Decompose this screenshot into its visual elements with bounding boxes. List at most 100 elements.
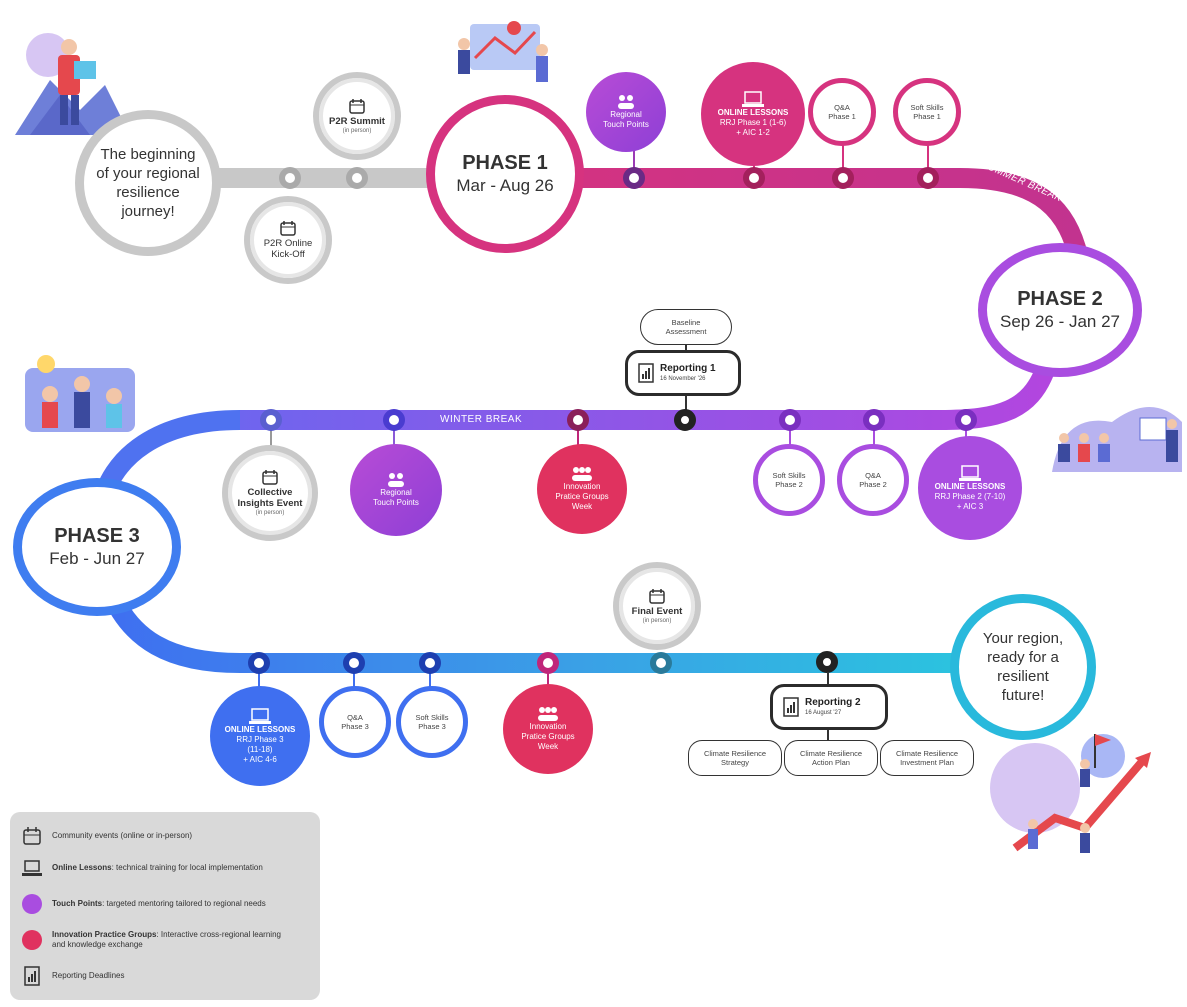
start-text-4: journey! xyxy=(121,203,175,220)
group-icon xyxy=(538,707,558,721)
p2r-summit-label: P2R Summit xyxy=(329,115,385,127)
calendar-icon xyxy=(23,827,41,845)
node-collective xyxy=(260,409,282,431)
qa-phase-2: Q&A Phase 2 xyxy=(837,444,909,516)
node-qa-2 xyxy=(863,409,885,431)
ipg-2-l3: Week xyxy=(537,742,559,751)
qa-3-l1: Q&A xyxy=(347,713,363,722)
node-qa-1 xyxy=(832,167,854,189)
calendar-icon xyxy=(349,98,365,114)
final-label: Final Event xyxy=(631,605,683,617)
node-final xyxy=(650,652,672,674)
out3-l2: Investment Plan xyxy=(900,758,954,767)
soft-skills-phase-3: Soft Skills Phase 3 xyxy=(396,686,468,758)
success-climb-illustration xyxy=(985,728,1155,858)
phase-1-circle: PHASE 1 Mar - Aug 26 xyxy=(426,95,584,253)
node-ipg-2 xyxy=(537,652,559,674)
stem xyxy=(873,420,875,450)
qa-1-l1: Q&A xyxy=(834,103,850,112)
node-lessons-1 xyxy=(743,167,765,189)
stem xyxy=(927,140,929,170)
ipg-2-l1: Innovation xyxy=(529,722,567,731)
soft-1-l1: Soft Skills xyxy=(910,103,944,112)
p2r-summit-sub: (in person) xyxy=(342,127,372,134)
lessons-3-l1: ONLINE LESSONS xyxy=(224,725,296,734)
start-text-3: resilience xyxy=(116,184,180,201)
stem xyxy=(353,663,355,693)
legend-reporting: Reporting Deadlines xyxy=(52,971,125,980)
p2r-kickoff-label-2: Kick-Off xyxy=(271,249,305,260)
innovation-groups-week-2: Innovation Pratice Groups Week xyxy=(503,684,593,774)
soft-skills-phase-2: Soft Skills Phase 2 xyxy=(753,444,825,516)
stem xyxy=(842,140,844,170)
soft-3-l2: Phase 3 xyxy=(418,722,446,731)
legend-community: Community events (online or in-person) xyxy=(52,831,193,840)
laptop-icon xyxy=(22,860,42,876)
node-p2r-kickoff xyxy=(279,167,301,189)
lessons-3-l2: RRJ Phase 3 xyxy=(236,735,284,744)
node-reporting-2 xyxy=(816,651,838,673)
legend-lessons-bold: Online Lessons xyxy=(52,863,112,872)
online-lessons-phase-1: ONLINE LESSONS RRJ Phase 1 (1-6) + AIC 1… xyxy=(701,62,805,166)
laptop-icon xyxy=(959,465,981,481)
out3-l1: Climate Resilience xyxy=(895,749,959,758)
people-icon xyxy=(388,473,404,487)
legend-ipg-text: Innovation Practice Groups: Interactive … xyxy=(52,930,292,950)
legend: Community events (online or in-person) O… xyxy=(10,812,320,1000)
touch-points-icon xyxy=(22,894,42,914)
stem xyxy=(685,396,687,410)
stem xyxy=(965,420,967,450)
end-text-2: ready for a xyxy=(987,649,1059,666)
start-circle: The beginning of your regional resilienc… xyxy=(75,110,221,256)
reporting-1-date: 16 November '26 xyxy=(660,376,706,382)
collective-label-1: Collective xyxy=(247,487,293,498)
stem xyxy=(789,420,791,450)
qa-2-l2: Phase 2 xyxy=(859,480,887,489)
laptop-icon xyxy=(249,708,271,724)
node-soft-2 xyxy=(779,409,801,431)
lessons-2-l3: + AIC 3 xyxy=(956,502,984,511)
lessons-2-l1: ONLINE LESSONS xyxy=(934,482,1006,491)
touch-1-l2: Touch Points xyxy=(603,120,649,129)
reporting-2-date: 16 August '27 xyxy=(805,710,842,716)
node-qa-3 xyxy=(343,652,365,674)
calendar-icon xyxy=(280,221,296,236)
lessons-3-l3: (11-18) xyxy=(247,745,273,754)
soft-3-l1: Soft Skills xyxy=(415,713,449,722)
collective-sub: (in person) xyxy=(255,510,285,516)
report-icon xyxy=(24,966,40,986)
p2r-kickoff-event: P2R Online Kick-Off xyxy=(244,196,332,284)
start-text-1: The beginning xyxy=(100,146,196,163)
stem xyxy=(827,730,829,740)
ipg-1-l1: Innovation xyxy=(563,482,601,491)
stem xyxy=(577,420,579,450)
final-event: Final Event (in person) xyxy=(613,562,701,650)
phase-2-dates: Sep 26 - Jan 27 xyxy=(999,312,1121,331)
traveler-illustration xyxy=(10,25,130,135)
stem xyxy=(393,420,395,450)
phase-1-title: PHASE 1 xyxy=(462,152,548,174)
online-lessons-phase-3: ONLINE LESSONS RRJ Phase 3 (11-18) + AIC… xyxy=(210,686,310,786)
calendar-icon xyxy=(649,588,665,604)
qa-phase-3: Q&A Phase 3 xyxy=(319,686,391,758)
node-touch-2 xyxy=(383,409,405,431)
qa-2-l1: Q&A xyxy=(865,471,881,480)
report-icon xyxy=(783,697,799,717)
node-soft-3 xyxy=(419,652,441,674)
touch-2-l2: Touch Points xyxy=(373,498,419,507)
laptop-icon xyxy=(742,91,764,107)
collective-label-2: Insights Event xyxy=(237,498,303,509)
winter-break-label: WINTER BREAK xyxy=(440,414,523,425)
team-idea-illustration xyxy=(20,350,140,432)
qa-3-l2: Phase 3 xyxy=(341,722,369,731)
node-touch-1 xyxy=(623,167,645,189)
baseline-l1: Baseline xyxy=(671,318,701,327)
soft-1-l2: Phase 1 xyxy=(913,112,941,121)
online-lessons-phase-2: ONLINE LESSONS RRJ Phase 2 (7-10) + AIC … xyxy=(918,436,1022,540)
node-lessons-2 xyxy=(955,409,977,431)
phase-1-dates: Mar - Aug 26 xyxy=(456,176,554,195)
end-text-1: Your region, xyxy=(982,630,1064,647)
lessons-3-l4: + AIC 4-6 xyxy=(243,755,277,764)
